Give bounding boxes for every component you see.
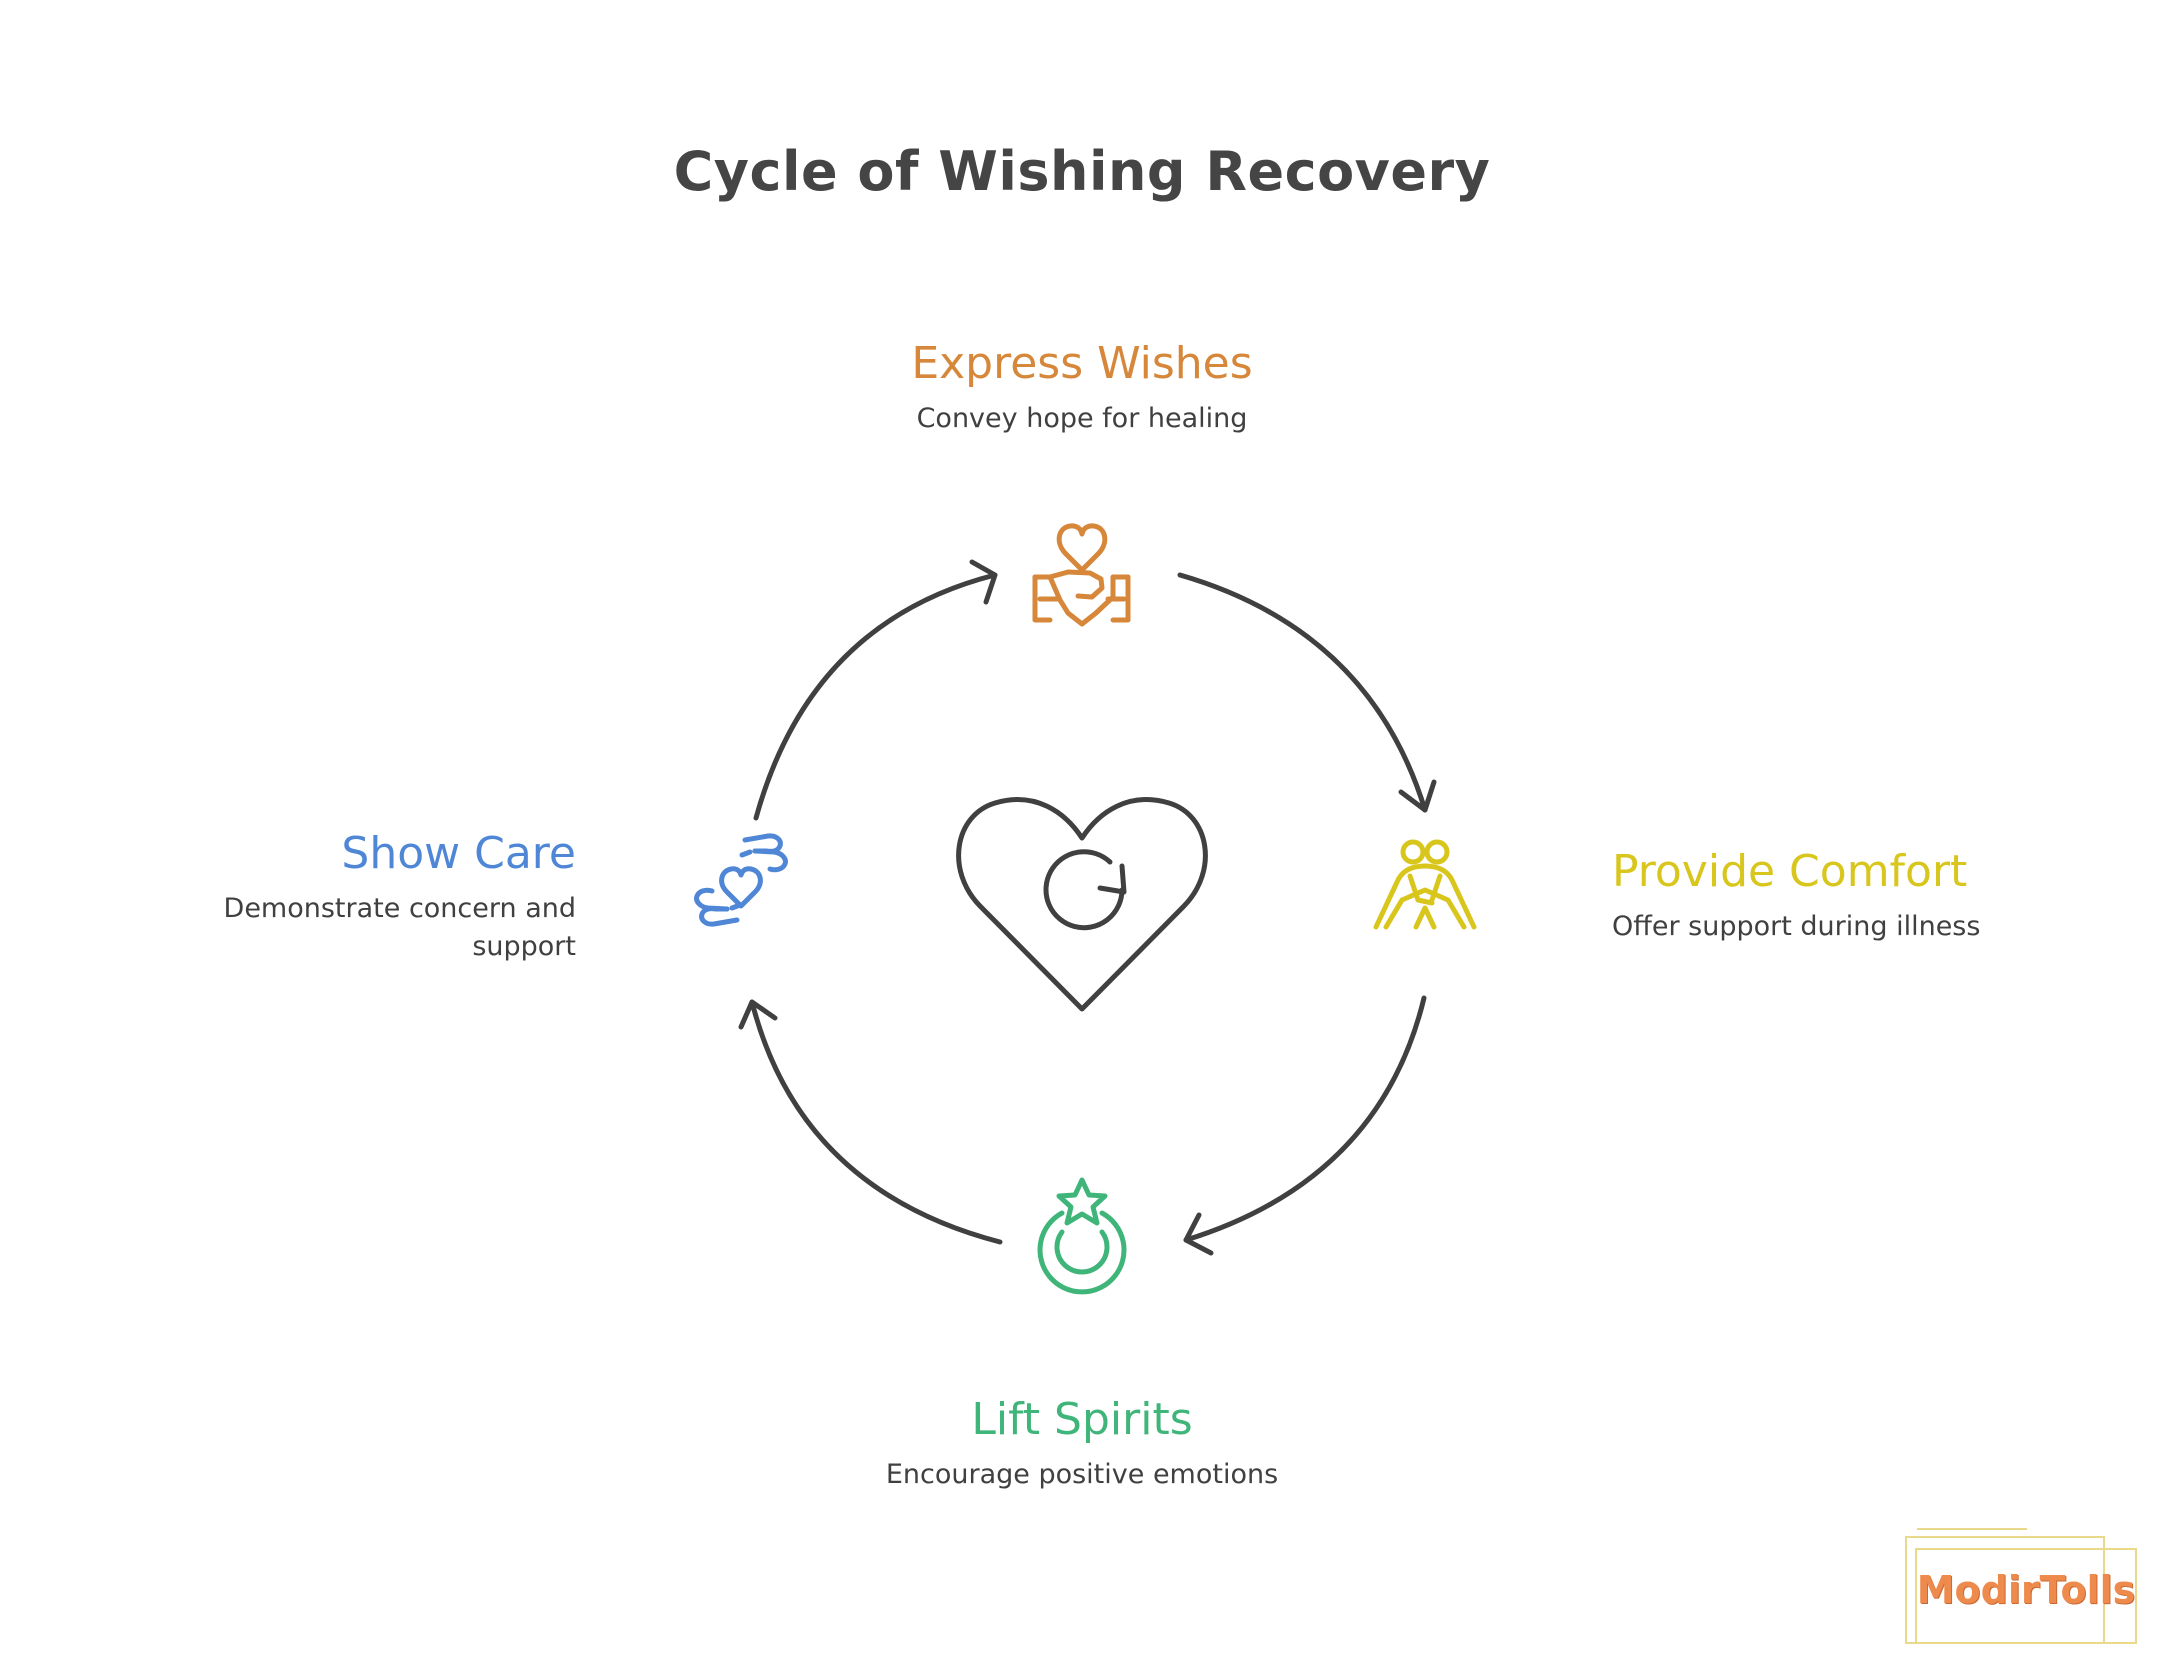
step-title-provide-comfort: Provide Comfort [1612, 846, 1968, 897]
step-desc-show-care: Demonstrate concern and support [176, 890, 576, 966]
step-desc-lift-spirits: Encourage positive emotions [885, 1459, 1279, 1490]
watermark-line [1917, 1528, 2027, 1530]
embrace-icon [1373, 839, 1477, 930]
arrow-head-lift-to-care [738, 999, 778, 1030]
step-desc-show-care-line-1: Demonstrate concern and [223, 893, 576, 924]
arrow-comfort-to-lift [1183, 995, 1427, 1243]
cycle-arrows [738, 559, 1437, 1256]
step-desc-express-wishes: Convey hope for healing [916, 403, 1248, 434]
arrow-lift-to-care [749, 999, 1003, 1245]
arrow-head-care-to-express [969, 559, 998, 605]
page-title: Cycle of Wishing Recovery [673, 140, 1491, 203]
watermark: ModirTolls [1905, 1528, 2137, 1644]
step-desc-provide-comfort: Offer support during illness [1612, 911, 1981, 942]
arrow-care-to-express [753, 572, 998, 821]
star-circle-icon [1037, 1177, 1127, 1295]
step-title-express-wishes: Express Wishes [911, 338, 1253, 389]
arrow-express-to-comfort [1177, 572, 1428, 813]
step-title-lift-spirits: Lift Spirits [971, 1394, 1193, 1445]
arrow-head-express-to-comfort [1398, 779, 1437, 813]
heart-handshake-icon [1032, 523, 1131, 627]
watermark-frame-inner [1915, 1548, 2137, 1644]
watermark-text: ModirTolls [1916, 1568, 2136, 1612]
hands-heart-icon [694, 833, 788, 927]
step-desc-show-care-line-2: support [472, 931, 576, 962]
step-title-show-care: Show Care [341, 828, 576, 879]
arrow-head-comfort-to-lift [1183, 1212, 1214, 1256]
heart-refresh-icon [956, 797, 1208, 1012]
